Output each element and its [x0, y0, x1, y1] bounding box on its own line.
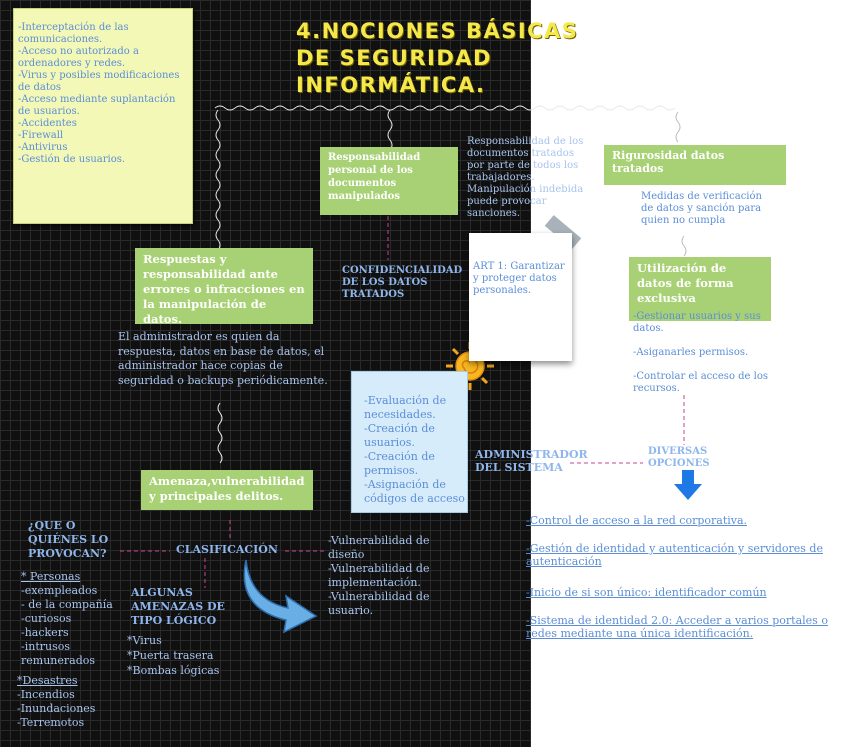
personas-heading: * Personas [21, 570, 81, 583]
label-quien: ¿QUE O QUIÉNES LO PROVOCAN? [28, 519, 109, 560]
note-admin-tareas: -Evaluación de necesidades. -Creación de… [351, 371, 468, 513]
note-art1: ART 1: Garantizar y proteger datos perso… [469, 233, 572, 361]
text-amenazas-logico: *Virus *Puerta trasera *Bombas lógicas [127, 634, 220, 677]
desastres-heading: *Desastres [17, 674, 78, 687]
label-diversas: DIVERSAS OPCIONES [648, 446, 710, 469]
wavy-line-left [215, 109, 221, 261]
wavy-line-amenaza [217, 402, 223, 464]
down-arrow-icon [674, 470, 702, 500]
personas-list: -exempleados - de la compañía -curiosos … [21, 584, 113, 667]
opcion-3: -Inicio de si son único: identificador c… [526, 586, 767, 599]
curved-arrow-icon [243, 559, 318, 634]
node-respuestas[interactable]: Respuestas y responsabilidad ante errore… [135, 248, 313, 326]
white-background [531, 0, 848, 747]
note-art1-text: ART 1: Garantizar y proteger datos perso… [473, 261, 565, 296]
node-amenaza[interactable]: Amenaza,vulnerabilidad y principales del… [141, 470, 313, 510]
tape-icon [544, 215, 582, 249]
topics-note-text: -Interceptación de las comunicaciones. -… [18, 22, 180, 165]
page-title: 4.NOCIONES BÁSICAS DE SEGURIDAD INFORMÁT… [296, 19, 579, 97]
topics-note: -Interceptación de las comunicaciones. -… [13, 8, 193, 224]
text-responsabilidad-documentos-content: Responsabilidad de los documentos tratad… [467, 136, 584, 219]
wavy-line-right [675, 111, 681, 143]
node-utilizacion[interactable]: Utilización de datos de forma exclusiva [629, 257, 771, 321]
label-confidencialidad: CONFIDENCIALIDAD DE LOS DATOS TRATADOS [342, 265, 463, 300]
text-vulnerabilidades: -Vulnerabilidad de diseño -Vulnerabilida… [328, 534, 430, 617]
node-rigurosidad[interactable]: Rigurosidad datos tratados [604, 145, 786, 185]
desastres-list: -Incendios -Inundaciones -Terremotos [17, 688, 96, 729]
text-responsabilidad-documentos: Responsabilidad de los documentos tratad… [467, 136, 585, 220]
opcion-1: -Control de acceso a la red corporativa. [526, 514, 748, 527]
main-wavy-line [214, 105, 676, 111]
opcion-4: -Sistema de identidad 2.0: Acceder a var… [526, 614, 828, 640]
note-admin-tareas-text: -Evaluación de necesidades. -Creación de… [364, 394, 465, 505]
label-amenazas-logico: ALGUNAS AMENAZAS DE TIPO LÓGICO [131, 586, 225, 627]
node-responsabilidad-personal[interactable]: Responsabilidad personal de los document… [320, 147, 458, 215]
wavy-line-center [387, 109, 393, 151]
text-utilizacion: -Gestionar usuarios y sus datos. -Asigan… [633, 311, 768, 394]
text-medidas: Medidas de verificación de datos y sanci… [641, 191, 762, 226]
label-clasificacion: CLASIFICACIÓN [176, 543, 278, 556]
text-administrador-desc: El administrador es quien da respuesta, … [118, 330, 328, 387]
wavy-line-right-2 [681, 235, 687, 257]
opcion-2: -Gestión de identidad y autenticación y … [526, 542, 823, 568]
label-administrador: ADMINISTRADOR DEL SISTEMA [475, 448, 588, 474]
